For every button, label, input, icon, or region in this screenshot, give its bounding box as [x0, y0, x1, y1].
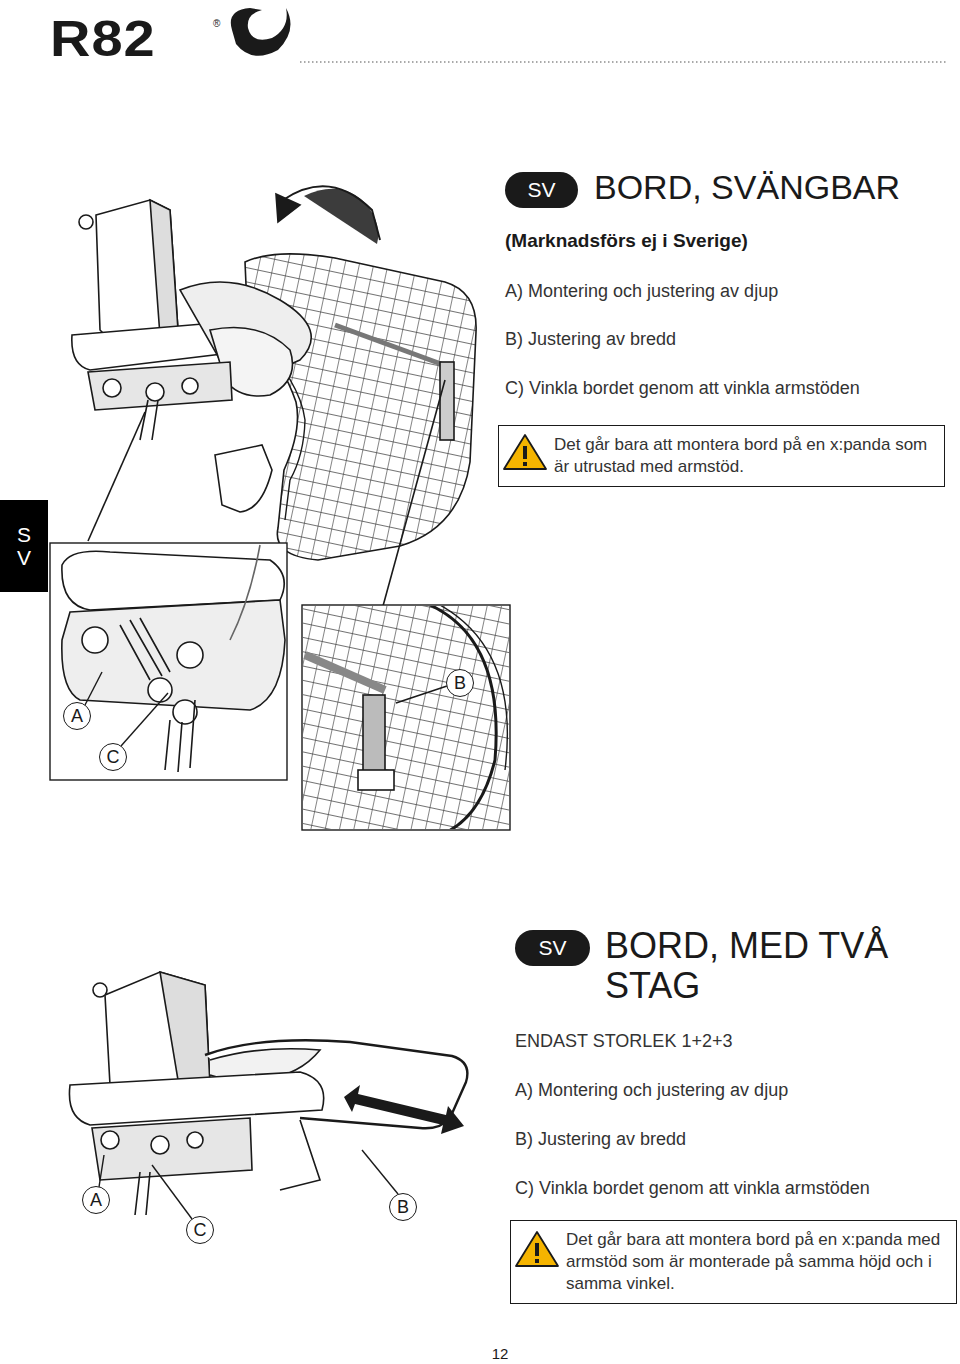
drawing-circle: [103, 379, 121, 397]
drawing-circle: [82, 627, 108, 653]
drawing-g: [303, 606, 509, 829]
drawing-rect: [358, 770, 394, 790]
callout-letter-text: B: [397, 1197, 409, 1218]
language-badge-text: SV: [527, 178, 555, 202]
drawing-circle: [101, 1131, 119, 1149]
drawing-line: [383, 380, 445, 606]
drawing-path: [304, 189, 378, 244]
drawing-circle: [146, 383, 164, 401]
drawing-path: [165, 700, 195, 772]
callout-letter-text: B: [454, 673, 466, 694]
step-item: B) Justering av bredd: [505, 329, 935, 350]
language-badge-text: SV: [538, 936, 566, 960]
drawing-line: [305, 655, 385, 690]
step-item: C) Vinkla bordet genom att vinkla armstö…: [505, 378, 935, 399]
drawing-circle: [187, 1132, 203, 1148]
market-note: (Marknadsförs ej i Sverige): [505, 230, 935, 252]
drawing-path: [231, 8, 291, 56]
drawing-path: [62, 600, 285, 710]
drawing-path: [504, 435, 546, 469]
brand-logo: R82: [50, 14, 220, 64]
drawing-line: [362, 1150, 398, 1194]
drawing-circle: [148, 678, 172, 702]
drawing-line: [396, 686, 447, 703]
drawing-rect: [523, 446, 527, 459]
drawing-rect: [440, 362, 454, 440]
drawing-rect: [303, 606, 509, 829]
drawing-path: [92, 1118, 252, 1180]
drawing-path: [160, 972, 210, 1092]
section-title: BORD, MED TVÅ STAG: [605, 926, 905, 1007]
callout-letter-text: A: [71, 706, 83, 727]
drawing-path: [120, 618, 170, 680]
warning-box: Det går bara att montera bord på en x:pa…: [510, 1220, 957, 1304]
drawing-path: [88, 362, 232, 410]
drawing-g: [62, 545, 285, 772]
language-tab: SV: [0, 500, 48, 592]
callout-letter: B: [389, 1193, 417, 1221]
drawing-path: [280, 1120, 320, 1190]
callout-letter-text: C: [194, 1220, 207, 1241]
step-item: A) Montering och justering av djup: [505, 281, 935, 302]
section-title: BORD, SVÄNGBAR: [594, 168, 944, 207]
callout-letter: A: [63, 702, 91, 730]
warning-box-text: Det går bara att montera bord på en x:pa…: [566, 1229, 948, 1294]
drawing-path: [516, 1232, 558, 1266]
drawing-circle: [79, 215, 93, 229]
step-item: A) Montering och justering av djup: [515, 1080, 945, 1101]
drawing-path: [150, 200, 178, 336]
drawing-path: [276, 194, 300, 222]
drawing-rect: [523, 462, 527, 466]
drawing-path: [344, 1085, 464, 1134]
drawing-rect: [363, 695, 385, 777]
drawing-g: [85, 672, 447, 746]
language-badge: SV: [505, 172, 578, 208]
callout-letter: A: [82, 1186, 110, 1214]
drawing-circle: [151, 1136, 169, 1154]
drawing-g: [69, 972, 467, 1215]
callout-letter: C: [186, 1216, 214, 1244]
callout-letter-text: C: [107, 747, 120, 768]
callout-letter-text: A: [90, 1190, 102, 1211]
drawing-circle: [93, 983, 107, 997]
drawing-path: [430, 606, 496, 829]
drawing-line: [121, 693, 168, 746]
registered-mark: ®: [213, 18, 227, 29]
drawing-path: [69, 1072, 323, 1125]
drawing-path: [230, 545, 260, 640]
drawing-line: [85, 672, 102, 705]
drawing-circle: [177, 642, 203, 668]
drawing-circle: [182, 378, 198, 394]
callout-letter: C: [99, 743, 127, 771]
drawing-rect: [50, 543, 287, 780]
step-item: B) Justering av bredd: [515, 1129, 945, 1150]
language-badge: SV: [515, 930, 590, 966]
drawing-path: [135, 1172, 150, 1215]
drawing-rect: [535, 1243, 539, 1256]
step-item: C) Vinkla bordet genom att vinkla armstö…: [515, 1178, 955, 1199]
drawing-g: [99, 1150, 398, 1219]
size-note: ENDAST STORLEK 1+2+3: [515, 1031, 945, 1052]
warning-box-text: Det går bara att montera bord på en x:pa…: [554, 434, 936, 478]
warning-box: Det går bara att montera bord på en x:pa…: [498, 425, 945, 487]
drawing-path: [140, 400, 158, 440]
drawing-rect: [535, 1259, 539, 1263]
page-number: 12: [480, 1345, 520, 1362]
drawing-path: [440, 606, 507, 770]
drawing-line: [300, 61, 946, 62]
drawing-line: [335, 325, 452, 368]
callout-letter: B: [446, 669, 474, 697]
drawing-line: [88, 412, 145, 541]
drawing-path: [215, 445, 272, 512]
drawing-line: [99, 1155, 104, 1187]
drawing-line: [152, 1165, 192, 1219]
language-tab-text: SV: [14, 523, 35, 569]
